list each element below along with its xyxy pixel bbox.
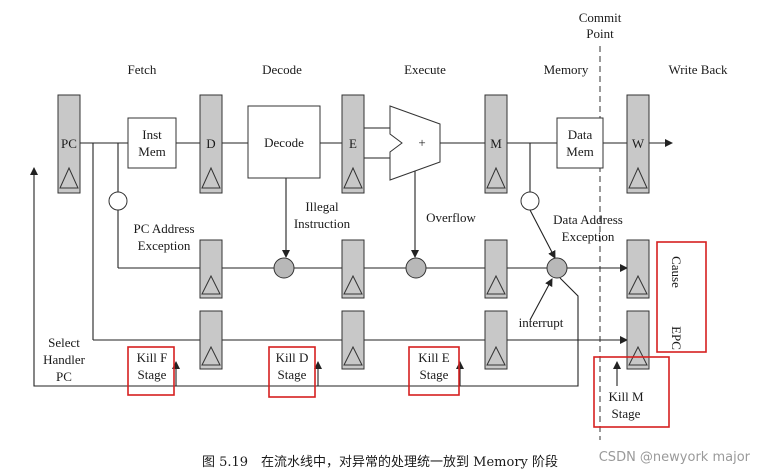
alu-block: + [389,105,441,181]
stage-label-memory: Memory [544,62,589,77]
cause-register-d [199,239,223,299]
kill-d-line1: Kill D [276,350,309,365]
overflow-label: Overflow [426,210,476,225]
commit-point-label-line1: Commit [579,10,622,25]
epc-label: EPC [669,326,684,350]
commit-point-label-line2: Point [586,26,614,41]
pc-address-exception-line2: Exception [138,238,191,253]
decode-block: Decode [247,105,321,179]
kill-m-line2: Stage [612,406,641,421]
pc-address-exception-line1: PC Address [133,221,194,236]
epc-register-m [484,310,508,370]
cause-label: Cause [669,256,684,288]
kill-f-line1: Kill F [137,350,168,365]
stage-label-execute: Execute [404,62,446,77]
epc-register-d [199,310,223,370]
inst-mem-label-line2: Mem [138,144,165,159]
cause-register-w [626,239,650,299]
stage-label-write-back: Write Back [668,62,728,77]
select-handler-line2: Handler [43,352,86,367]
register-m-label: M [490,136,502,151]
data-mem-label-line1: Data [568,127,593,142]
register-pc-label: PC [61,136,77,151]
kill-f-line2: Stage [138,367,167,382]
kill-e-line1: Kill E [418,350,449,365]
alu-label: + [418,135,425,150]
data-address-exception-line2: Exception [562,229,615,244]
highlight-kill-f [127,346,175,396]
stage-label-decode: Decode [262,62,302,77]
cause-register-m [484,239,508,299]
register-d: D [199,94,223,194]
cause-merge-node-execute [405,257,427,279]
watermark: CSDN @newyork major [599,450,751,465]
cause-merge-node-decode [273,257,295,279]
illegal-instruction-line1: Illegal [305,199,339,214]
decode-block-label: Decode [264,135,304,150]
register-e-label: E [349,136,357,151]
register-e: E [341,94,365,194]
data-address-check-circle [520,191,540,211]
kill-m-line1: Kill M [608,389,643,404]
select-handler-line3: PC [56,369,72,384]
register-w: W [626,94,650,194]
select-handler-line1: Select [48,335,80,350]
inst-mem-block: Inst Mem [127,117,177,169]
register-m: M [484,94,508,194]
figure-caption: 图 5.19 在流水线中，对异常的处理统一放到 Memory 阶段 [202,454,558,470]
epc-register-e [341,310,365,370]
interrupt-label: interrupt [519,315,564,330]
wire-select-handler-feedback [30,167,579,387]
highlight-kill-m [593,356,670,428]
data-mem-label-line2: Mem [566,144,593,159]
highlight-kill-e [408,346,460,396]
kill-d-line2: Stage [278,367,307,382]
highlight-kill-d [268,346,316,398]
wire-dataaddr-down [529,209,556,259]
stage-label-fetch: Fetch [128,62,157,77]
illegal-instruction-line2: Instruction [294,216,351,231]
inst-mem-label-line1: Inst [142,127,162,142]
wire-interrupt-up [529,278,553,321]
register-pc: PC [57,94,81,194]
cause-merge-node-memory [546,257,568,279]
highlight-cause-epc [656,241,707,353]
register-d-label: D [206,136,215,151]
data-mem-block: Data Mem [556,117,604,169]
epc-register-w [626,310,650,370]
pc-address-check-circle [108,191,128,211]
register-w-label: W [632,136,645,151]
kill-e-line2: Stage [420,367,449,382]
data-address-exception-line1: Data Address [553,212,623,227]
cause-register-e [341,239,365,299]
